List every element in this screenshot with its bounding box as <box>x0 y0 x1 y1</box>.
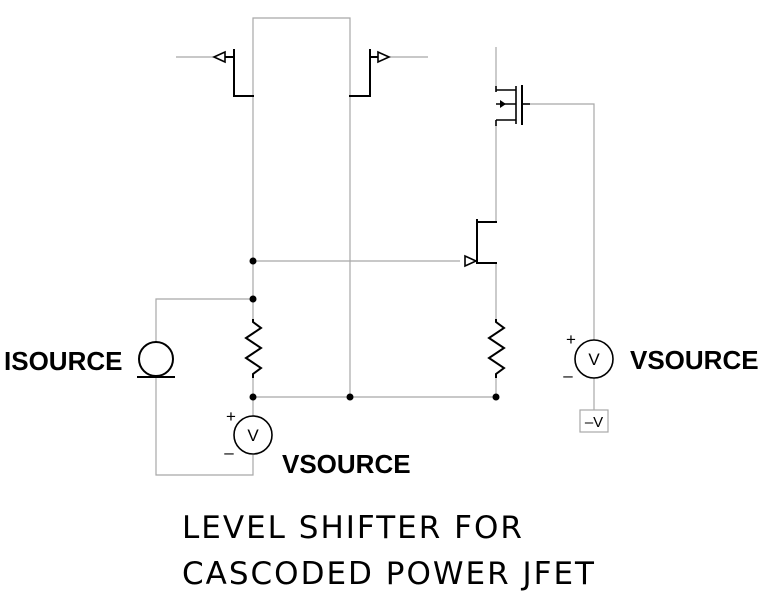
wire-top-bridge <box>252 17 351 96</box>
arrow-left-icon <box>212 50 226 64</box>
wire-isource-top <box>155 298 253 343</box>
power-mosfet <box>495 85 530 126</box>
resistor-left <box>244 319 263 378</box>
junction-dot <box>249 257 257 265</box>
isource-label: ISOURCE <box>4 346 122 376</box>
meter-letter: V <box>247 426 259 445</box>
title-line-1: LEVEL SHIFTER FOR <box>182 510 524 546</box>
negative-rail-label: –V <box>585 414 603 431</box>
jfet-upper-left <box>212 49 254 97</box>
voltmeter-icon <box>233 415 273 455</box>
wire-isource-bottom <box>155 376 254 476</box>
junction-dots <box>249 257 500 401</box>
voltage-source-bottom: V + – <box>224 407 273 462</box>
plus-sign: + <box>566 330 576 349</box>
arrow-right-icon <box>500 100 506 108</box>
wire-mosfet-gate <box>530 103 595 340</box>
junction-dot <box>249 393 257 401</box>
title-line-2: CASCODED POWER JFET <box>182 556 596 592</box>
resistor-right <box>487 319 506 378</box>
vsource-right-label: VSOURCE <box>630 345 759 375</box>
negative-rail-terminal: –V <box>579 409 609 433</box>
plus-sign: + <box>226 407 236 426</box>
jfet-upper-right <box>349 49 391 97</box>
junction-dot <box>346 393 354 401</box>
meter-letter: V <box>588 350 600 369</box>
arrow-right-icon <box>377 50 391 64</box>
wires <box>155 17 595 476</box>
voltmeter-icon <box>574 339 614 379</box>
minus-sign: – <box>224 443 234 462</box>
junction-dot <box>249 295 257 303</box>
voltage-source-right: V + – <box>563 330 614 385</box>
jfet-lower <box>464 219 497 268</box>
arrow-right-icon <box>464 254 478 268</box>
vsource-bottom-label: VSOURCE <box>282 449 411 479</box>
current-source <box>137 341 175 378</box>
junction-dot <box>492 393 500 401</box>
minus-sign: – <box>563 366 573 385</box>
